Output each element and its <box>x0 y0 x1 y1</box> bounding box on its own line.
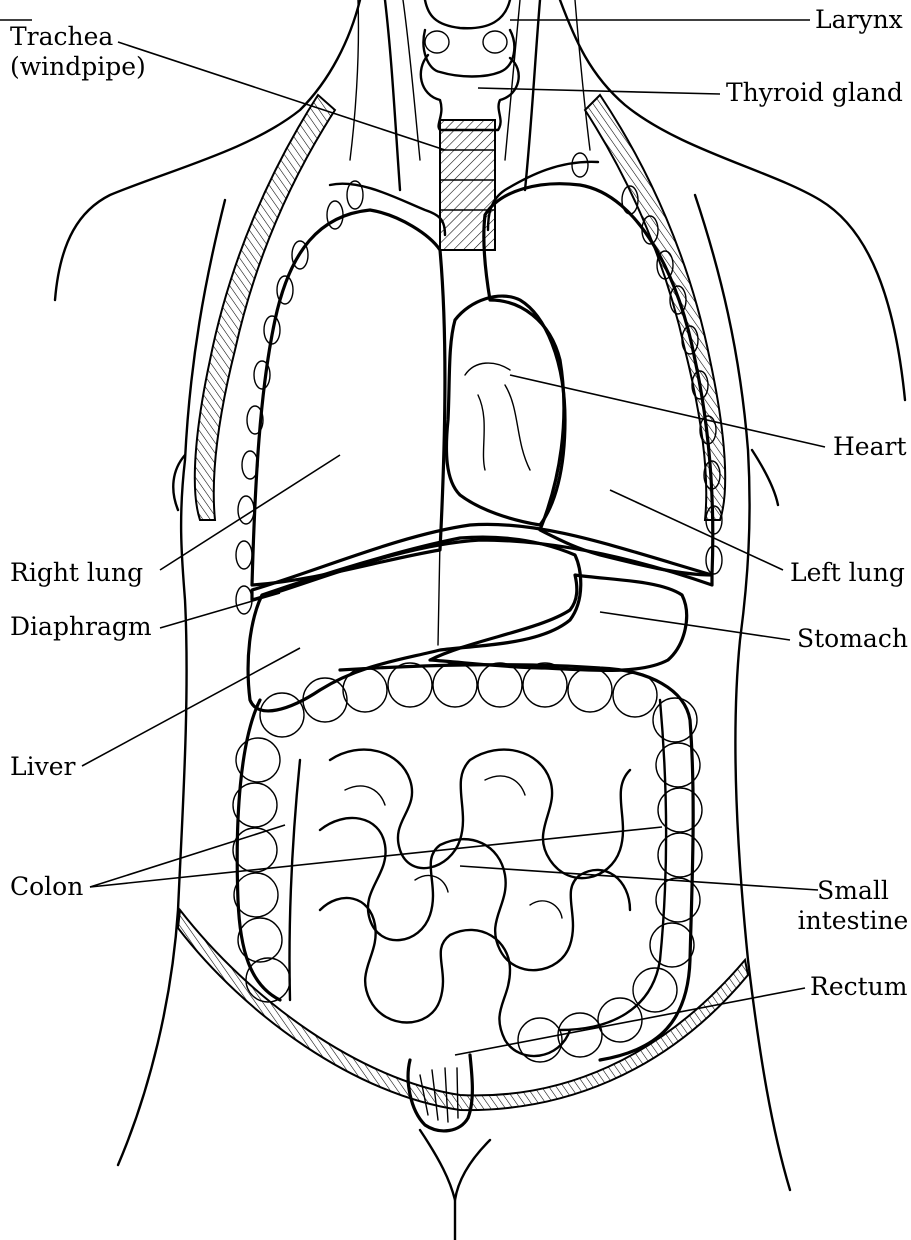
trachea-label-line1: Trachea <box>10 22 146 52</box>
small-intestine-label: Small intestine <box>795 876 911 936</box>
stomach-shape <box>430 575 687 670</box>
trachea-label: Trachea (windpipe) <box>10 22 146 82</box>
left-lung-label: Left lung <box>790 558 905 588</box>
diaphragm-leader <box>160 593 280 628</box>
heart-vessel-1 <box>478 395 485 470</box>
right-lung-shape <box>252 210 445 585</box>
heart-leader <box>510 375 825 447</box>
diaphragm-label: Diaphragm <box>10 612 152 642</box>
larynx-shape <box>423 0 514 77</box>
rectum-leader <box>455 988 805 1055</box>
stomach-label: Stomach <box>797 624 908 654</box>
thyroid-shape <box>421 55 519 130</box>
liver-lobe-line <box>438 540 440 645</box>
rectum-label: Rectum <box>810 972 907 1002</box>
left-lung-shape <box>484 184 713 575</box>
small-intestine-leader <box>460 866 818 890</box>
small-intestine-label-line1: Small <box>795 876 911 906</box>
right-lung-leader <box>160 455 340 570</box>
liver-shape <box>248 537 581 711</box>
trachea-leader <box>118 42 445 150</box>
left-lung-leader <box>610 490 783 570</box>
thyroid-gland-label: Thyroid gland <box>726 78 903 108</box>
liver-leader <box>82 648 300 766</box>
stomach-leader <box>600 612 790 640</box>
right-lung-label: Right lung <box>10 558 143 588</box>
trachea-shape <box>440 120 495 250</box>
small-intestine-shape <box>320 750 630 1056</box>
heart-shape <box>446 296 565 525</box>
heart-vessel-3 <box>465 363 510 375</box>
small-intestine-label-line2: intestine <box>795 906 911 936</box>
heart-vessel-2 <box>505 385 530 470</box>
liver-label: Liver <box>10 752 75 782</box>
colon-leader-1 <box>90 825 285 887</box>
colon-shape <box>233 663 702 1062</box>
trachea-label-line2: (windpipe) <box>10 52 146 82</box>
larynx-label: Larynx <box>815 5 903 35</box>
colon-label: Colon <box>10 872 83 902</box>
heart-label: Heart <box>833 432 907 462</box>
